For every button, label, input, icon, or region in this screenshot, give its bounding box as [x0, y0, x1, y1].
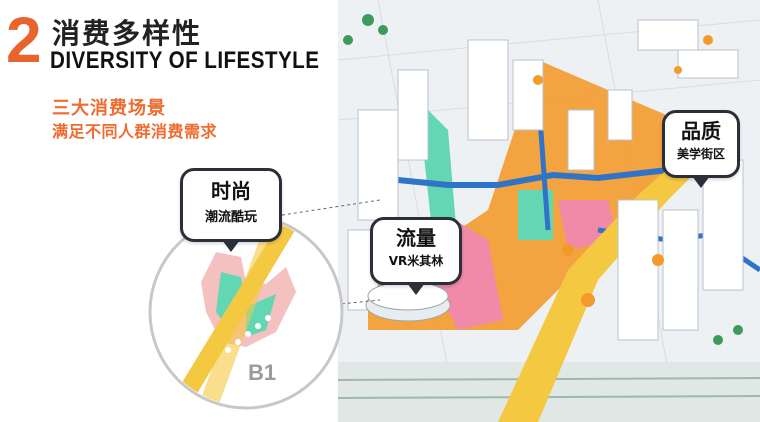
callout-flow: 流量 VR米其林 [370, 217, 462, 295]
callout-fashion: 时尚 潮流酷玩 [180, 168, 282, 252]
callout-quality: 品质 美学街区 [662, 110, 740, 188]
subtitle-line-2: 满足不同人群消费需求 [52, 122, 218, 141]
b1-level-label: B1 [248, 360, 277, 385]
callout-flow-desc: VR米其林 [388, 254, 444, 268]
subtitle-line-1: 三大消费场景 [52, 98, 166, 119]
callout-fashion-desc: 潮流酷玩 [204, 210, 257, 225]
callout-quality-title: 品质 [681, 119, 721, 143]
section-title-cn: 消费多样性 [52, 17, 203, 50]
callout-flow-title: 流量 [396, 226, 436, 250]
b1-inset-plan [148, 214, 344, 410]
section-title-en: DIVERSITY OF LIFESTYLE [50, 47, 320, 74]
section-number: 2 [6, 4, 42, 76]
district-map-illustration [338, 0, 760, 422]
callout-fashion-title: 时尚 [211, 179, 251, 203]
callout-quality-desc: 美学街区 [676, 147, 725, 161]
